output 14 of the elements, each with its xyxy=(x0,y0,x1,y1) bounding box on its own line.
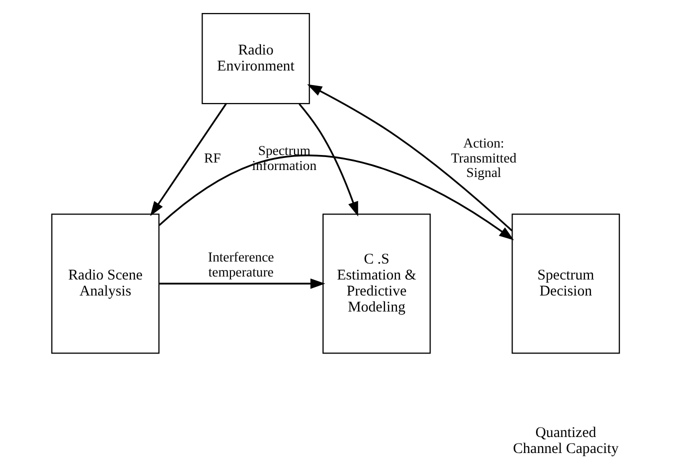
arrow xyxy=(158,278,326,288)
edge-label: Action: Transmitted Signal xyxy=(450,135,516,180)
edge-label: Spectrum information xyxy=(252,142,317,172)
arrow xyxy=(307,84,513,231)
edge-label: RF xyxy=(204,150,221,165)
arrow xyxy=(298,102,358,216)
edge-label: Interference temperature xyxy=(208,249,274,279)
node-box: Radio Scene Analysis xyxy=(51,213,160,354)
node-box: Spectrum Decision xyxy=(512,213,620,354)
arrow xyxy=(150,102,227,216)
arrow xyxy=(158,154,514,240)
node-box: Radio Environment xyxy=(202,12,310,104)
label: Quantized Channel Capacity xyxy=(512,424,619,456)
node-box: C .S Estimation & Predictive Modeling xyxy=(322,213,431,354)
